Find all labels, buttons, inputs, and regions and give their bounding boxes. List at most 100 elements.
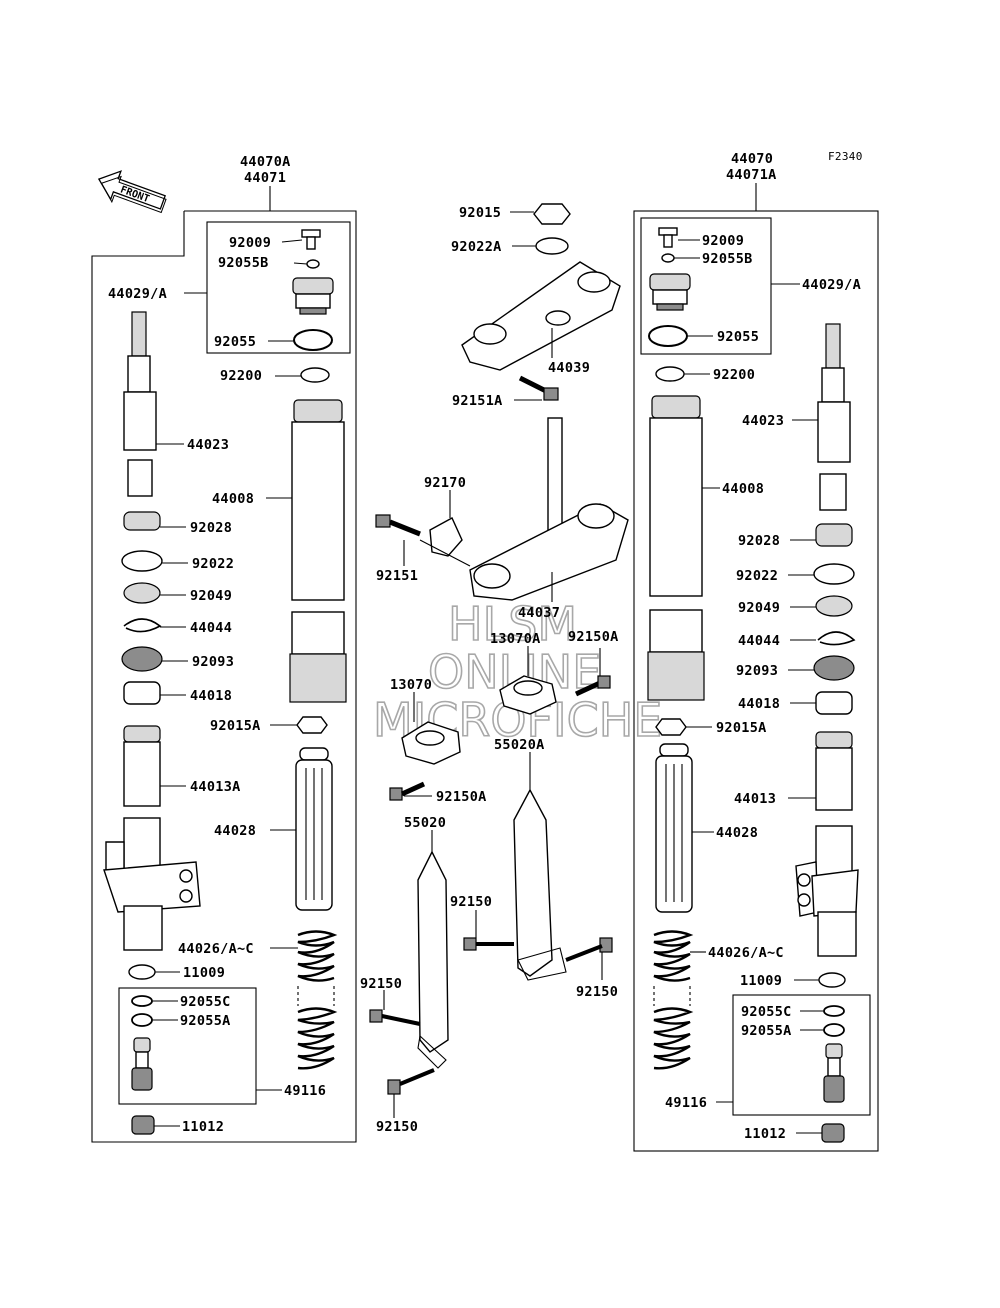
bolt-92151A: [518, 375, 559, 401]
right-label-92093: 92093: [736, 663, 778, 679]
left-guard-44028: [295, 747, 333, 911]
label-13070: 13070: [390, 677, 432, 693]
watermark: HLSM ONLINE MICROFICHE: [372, 596, 663, 748]
left-oring-92055C: [131, 995, 153, 1007]
right-rod-44023: [817, 323, 851, 511]
left-nut-92015A: [296, 716, 328, 734]
right-washer-11009: [818, 972, 846, 988]
right-title-a: 44070: [731, 151, 773, 167]
right-label-92028: 92028: [738, 533, 780, 549]
right-label-49116: 49116: [665, 1095, 707, 1111]
right-washer-92200: [655, 366, 685, 382]
left-oring-92055: [293, 329, 333, 351]
bolt-92150-c: [369, 1009, 421, 1026]
right-label-44008: 44008: [722, 481, 764, 497]
right-bolt-11012: [821, 1123, 845, 1143]
left-screw-92009: [301, 229, 321, 250]
cable-guide-92170: [429, 517, 463, 557]
right-oring-92055A: [823, 1023, 845, 1037]
left-label-92093: 92093: [192, 654, 234, 670]
left-label-44044: 44044: [190, 620, 232, 636]
lower-bracket-44037: [469, 503, 629, 601]
left-label-92200: 92200: [220, 368, 262, 384]
left-oring-92055B: [306, 259, 320, 269]
bolt-92150A-top: [574, 675, 611, 697]
label-92150-c: 92150: [360, 976, 402, 992]
left-bolt-11012: [131, 1115, 155, 1135]
right-label-44028: 44028: [716, 825, 758, 841]
right-label-44026: 44026/A~C: [708, 945, 784, 961]
figure-code: F2340: [828, 150, 863, 163]
left-dust-seal-92093: [121, 646, 163, 672]
left-seal-92049: [123, 582, 161, 604]
bolt-92151: [375, 514, 421, 537]
right-guard-44028: [655, 743, 693, 913]
left-label-44008: 44008: [212, 491, 254, 507]
label-92015: 92015: [459, 205, 501, 221]
label-92170: 92170: [424, 475, 466, 491]
left-fork-assembly: 44070A 44071 92009 92055B 44029/A 92055: [91, 154, 357, 1143]
left-label-92055: 92055: [214, 334, 256, 350]
right-washer-92022: [813, 563, 855, 585]
label-44037: 44037: [518, 605, 560, 621]
right-label-92009: 92009: [702, 233, 744, 249]
label-13070A: 13070A: [490, 631, 541, 647]
label-44039: 44039: [548, 360, 590, 376]
right-oring-92055: [648, 325, 688, 347]
left-label-44029: 44029/A: [108, 286, 167, 302]
right-bushing-92028: [815, 523, 853, 547]
left-cap-bolt-44029: [292, 277, 334, 315]
label-55020A: 55020A: [494, 737, 545, 753]
left-label-92055C: 92055C: [180, 994, 231, 1010]
right-label-92049: 92049: [738, 600, 780, 616]
label-92151: 92151: [376, 568, 418, 584]
right-title-b: 44071A: [726, 167, 777, 183]
right-label-44044: 44044: [738, 633, 780, 649]
right-cap-bolt-44029: [649, 273, 691, 311]
right-label-44013: 44013: [734, 791, 776, 807]
left-label-49116: 49116: [284, 1083, 326, 1099]
right-label-44018: 44018: [738, 696, 780, 712]
right-outer-tube-44013: [795, 731, 859, 957]
right-label-92055C: 92055C: [741, 1004, 792, 1020]
left-label-11012: 11012: [182, 1119, 224, 1135]
right-guide-44018: [815, 691, 853, 715]
holder-13070A: [499, 675, 557, 715]
right-nut-92015A: [655, 718, 687, 736]
right-label-92022: 92022: [736, 568, 778, 584]
right-label-92055B: 92055B: [702, 251, 753, 267]
left-circlip-44044: [123, 618, 162, 633]
right-dust-seal-92093: [813, 655, 855, 681]
right-spring-44026: [653, 930, 694, 1070]
right-label-11009: 11009: [740, 973, 782, 989]
right-seal-92049: [815, 595, 853, 617]
label-55020: 55020: [404, 815, 446, 831]
left-label-92022: 92022: [192, 556, 234, 572]
right-base-valve-49116: [823, 1043, 845, 1103]
left-label-92015A: 92015A: [210, 718, 261, 734]
left-label-92055A: 92055A: [180, 1013, 231, 1029]
right-label-92015A: 92015A: [716, 720, 767, 736]
left-inner-tube-44008: [289, 399, 347, 703]
left-title-b: 44071: [244, 170, 286, 186]
bolt-92150-a: [463, 937, 514, 951]
left-spring-44026: [297, 930, 338, 1070]
right-fork-assembly: 44070 44071A 92009 92055B 44029/A 92055 …: [633, 151, 879, 1152]
left-bushing-92028: [123, 511, 161, 531]
left-label-44028: 44028: [214, 823, 256, 839]
upper-clamp-44039: [461, 261, 621, 371]
right-label-92200: 92200: [713, 367, 755, 383]
left-outer-tube-44013A: [103, 725, 201, 951]
label-92150A-bottom: 92150A: [436, 789, 487, 805]
left-label-11009: 11009: [183, 965, 225, 981]
right-label-92055A: 92055A: [741, 1023, 792, 1039]
left-label-44026: 44026/A~C: [178, 941, 254, 957]
left-label-92055B: 92055B: [218, 255, 269, 271]
right-label-44029: 44029/A: [802, 277, 861, 293]
label-92022A: 92022A: [451, 239, 502, 255]
label-92150-b: 92150: [576, 984, 618, 1000]
left-rod-44023: [123, 311, 157, 497]
left-label-92009: 92009: [229, 235, 271, 251]
left-title-a: 44070A: [240, 154, 291, 170]
